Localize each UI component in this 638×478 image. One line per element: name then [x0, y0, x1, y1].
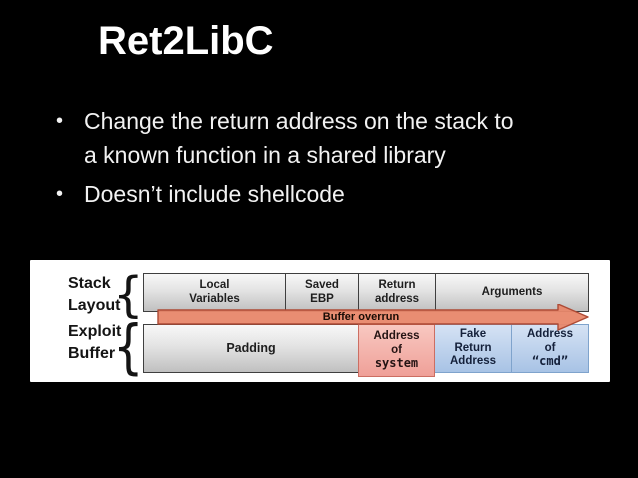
buffer-overrun-arrow [157, 304, 589, 331]
label-stack-layout: Stack Layout [68, 273, 120, 317]
label-line: Buffer [68, 345, 116, 362]
curly-brace-exploit: { [113, 313, 144, 382]
bullet-marker: • [56, 183, 64, 205]
arrow-shape [157, 304, 589, 331]
cell-return-address: Return address [358, 273, 436, 312]
buffer-overrun-label: Buffer overrun [322, 311, 400, 323]
bullet-list: • Change the return address on the stack… [56, 104, 514, 211]
cell-address-of-cmd: Address of “cmd” [511, 324, 589, 373]
diagram-panel: Stack Layout Exploit Buffer { { Local Va… [30, 260, 610, 382]
label-exploit-buffer: Exploit Buffer [68, 321, 121, 365]
curly-brace-stack: { [113, 267, 144, 323]
bullet-text: Change the return address on the stack t… [84, 104, 514, 172]
bullet-line: Doesn’t include shellcode [84, 181, 345, 207]
label-line: Stack [68, 275, 111, 292]
label-line: Layout [68, 297, 121, 314]
bullet-line: a known function in a shared library [84, 142, 446, 168]
bullet-marker: • [56, 110, 64, 132]
cell-fake-return-address: Fake Return Address [434, 324, 512, 373]
label-line: Exploit [68, 323, 122, 340]
bullet-line: Change the return address on the stack t… [84, 108, 514, 134]
bullet-item: • Change the return address on the stack… [56, 104, 514, 172]
bullet-item: • Doesn’t include shellcode [56, 177, 514, 211]
slide-title: Ret2LibC [98, 19, 274, 63]
bullet-text: Doesn’t include shellcode [84, 177, 345, 211]
